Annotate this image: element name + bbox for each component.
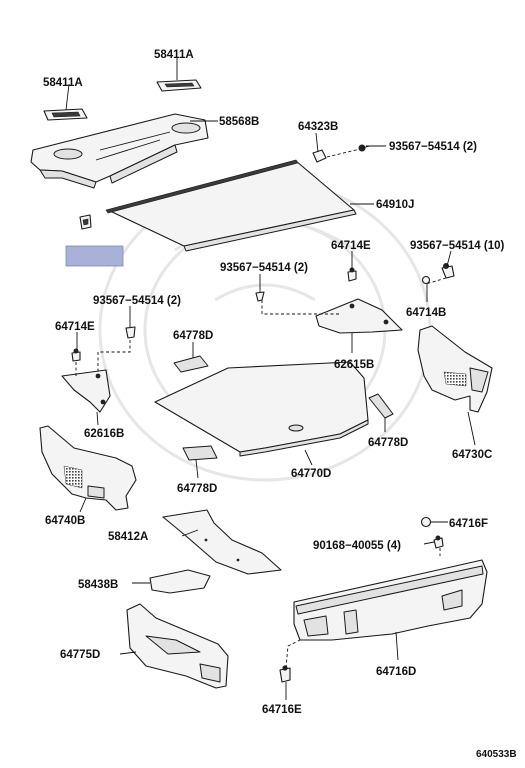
label-93567-top[interactable]: 93567−54514 (2) <box>389 141 477 153</box>
part-64716e[interactable] <box>279 665 291 683</box>
label-93567-left[interactable]: 93567−54514 (2) <box>93 295 181 307</box>
part-64714e-left[interactable] <box>71 348 81 362</box>
part-58412a[interactable] <box>162 509 282 575</box>
part-64730c[interactable] <box>417 325 493 413</box>
part-labels: 58411A 58411A 58568B 64323B 93567−54514 … <box>43 49 517 760</box>
label-64770d[interactable]: 64770D <box>291 468 331 480</box>
label-64714e-left[interactable]: 64714E <box>55 321 95 333</box>
leader-lines <box>65 58 476 700</box>
label-64714e-mid[interactable]: 64714E <box>331 240 371 252</box>
label-58568b[interactable]: 58568B <box>219 116 259 128</box>
label-64323b[interactable]: 64323B <box>298 121 338 133</box>
label-64910j[interactable]: 64910J <box>376 199 414 211</box>
label-64778d-right[interactable]: 64778D <box>368 437 408 449</box>
label-90168[interactable]: 90168−40055 (4) <box>313 540 401 552</box>
label-64775d[interactable]: 64775D <box>60 649 100 661</box>
part-64770d[interactable] <box>154 361 369 457</box>
part-64775d[interactable] <box>126 603 229 689</box>
label-58411a-left[interactable]: 58411A <box>43 77 83 89</box>
part-64714b[interactable] <box>421 275 431 285</box>
part-64740b[interactable] <box>39 425 137 511</box>
part-64716d[interactable] <box>293 559 488 641</box>
label-64740b[interactable]: 64740B <box>45 515 85 527</box>
label-58411a-top[interactable]: 58411A <box>154 49 194 61</box>
part-58568b[interactable] <box>30 113 209 189</box>
clip-cover-left[interactable] <box>79 214 92 230</box>
screw-93567-right[interactable] <box>441 263 455 279</box>
label-93567-right[interactable]: 93567−54514 (10) <box>410 240 504 252</box>
highlight-swatch <box>65 245 124 267</box>
label-64778d-top[interactable]: 64778D <box>173 330 213 342</box>
part-62615b[interactable] <box>315 298 403 334</box>
label-58412a[interactable]: 58412A <box>108 531 148 543</box>
label-64778d-bottom[interactable]: 64778D <box>177 483 217 495</box>
part-58411a-top[interactable] <box>156 79 202 92</box>
part-64910j[interactable] <box>105 159 357 252</box>
screw-93567-mid[interactable] <box>255 291 265 302</box>
label-64730c[interactable]: 64730C <box>452 449 492 461</box>
label-64716d[interactable]: 64716D <box>376 666 416 678</box>
part-64323b[interactable] <box>312 149 327 163</box>
label-93567-mid[interactable]: 93567−54514 (2) <box>220 262 308 274</box>
part-64716f[interactable] <box>420 516 432 528</box>
part-62616b[interactable] <box>61 369 111 413</box>
label-64716f[interactable]: 64716F <box>449 518 488 530</box>
label-64714b[interactable]: 64714B <box>406 307 446 319</box>
part-64778d-bottom[interactable] <box>182 445 218 461</box>
screw-93567-left[interactable] <box>125 326 136 339</box>
label-64716e[interactable]: 64716E <box>262 704 302 716</box>
diagram-reference-code: 640533B <box>476 749 517 760</box>
screw-90168[interactable] <box>433 535 444 549</box>
label-62615b[interactable]: 62615B <box>334 359 374 371</box>
label-58438b[interactable]: 58438B <box>78 579 118 591</box>
part-64778d-right[interactable] <box>368 393 394 419</box>
label-62616b[interactable]: 62616B <box>84 428 124 440</box>
part-58438b[interactable] <box>149 569 211 594</box>
part-64778d-top[interactable] <box>173 355 209 373</box>
part-58411a-left[interactable] <box>43 108 88 121</box>
